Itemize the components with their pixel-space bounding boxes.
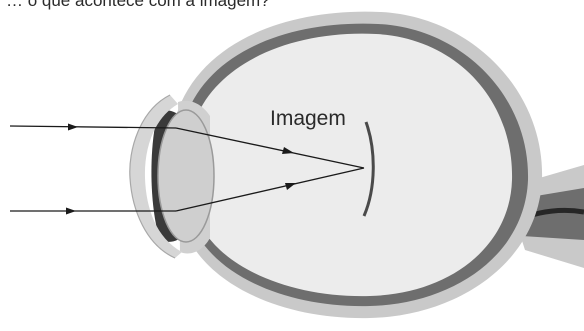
image-label: Imagem [270, 107, 346, 130]
arrow-head-icon [66, 208, 76, 215]
arrow-head-icon [68, 124, 78, 131]
cropped-header-text: … o que acontece com a imagem? [6, 0, 270, 11]
vitreous-body [196, 34, 512, 296]
